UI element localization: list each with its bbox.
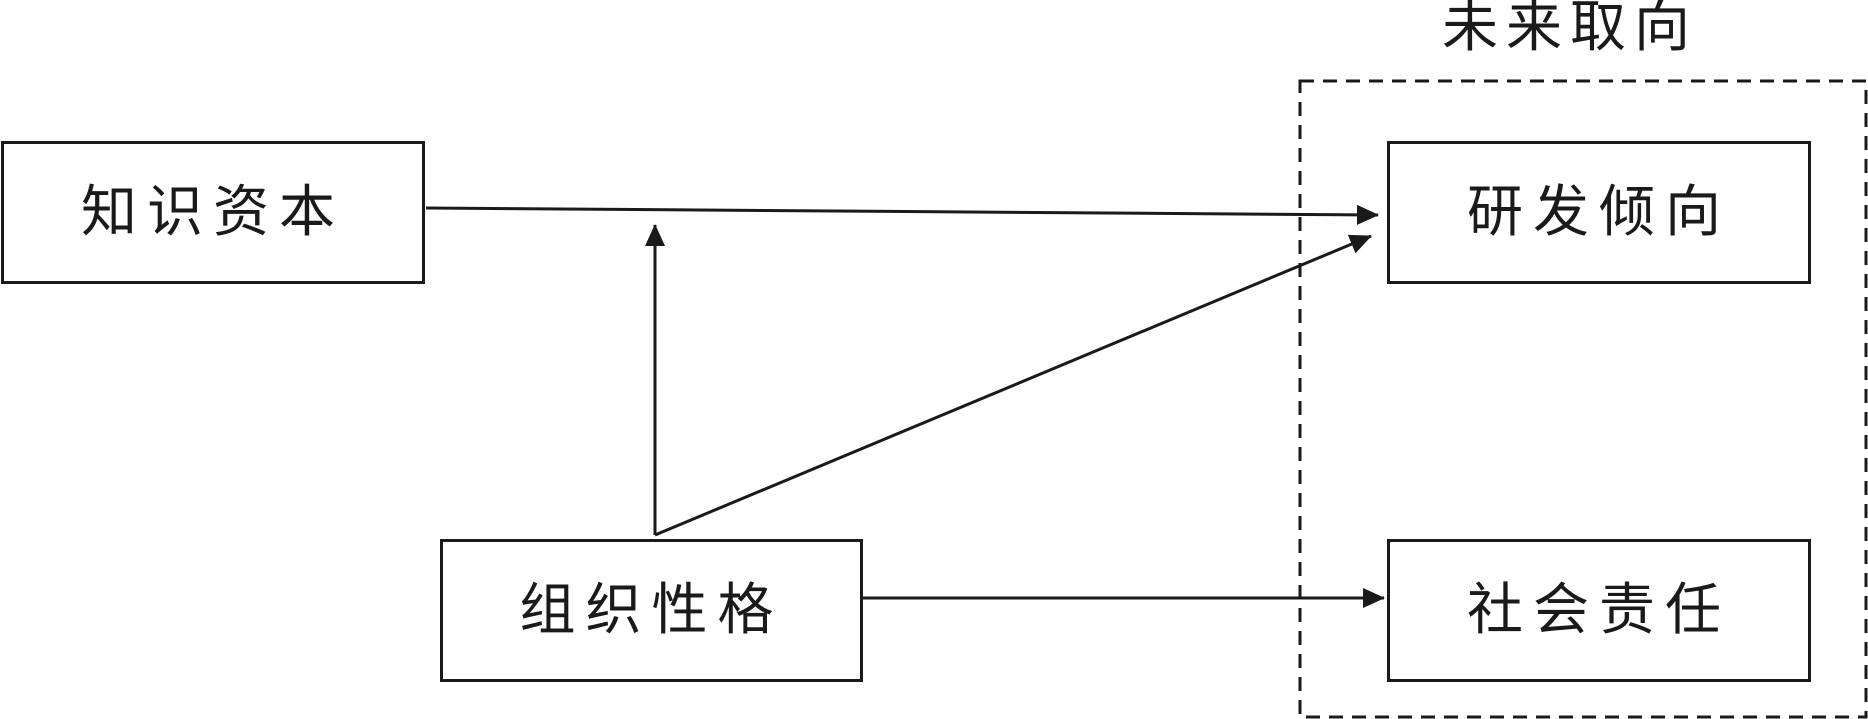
knowledge-capital-node: 知识资本 — [1, 141, 425, 284]
social-responsibility-label: 社会责任 — [1467, 577, 1731, 643]
rd-tendency-label: 研发倾向 — [1467, 179, 1731, 245]
knowledge-capital-label: 知识资本 — [81, 179, 345, 245]
org-personality-node: 组织性格 — [440, 539, 863, 682]
social-responsibility-node: 社会责任 — [1387, 539, 1811, 682]
org-personality-label: 组织性格 — [519, 577, 784, 643]
future-orientation-title: 未来取向 — [1442, 0, 1698, 60]
arrow-org-to-rd — [654, 234, 1372, 537]
future-orientation-group-box — [1298, 79, 1868, 719]
rd-tendency-node: 研发倾向 — [1387, 141, 1811, 284]
arrow-knowledge-to-rd — [425, 204, 1379, 225]
